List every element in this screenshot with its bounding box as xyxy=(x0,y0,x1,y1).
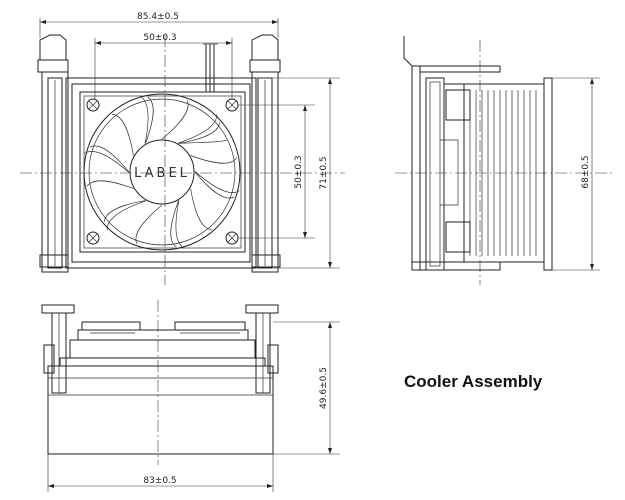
dim-fan-height: 50±0.3 xyxy=(294,155,304,188)
top-view: LABEL 85.4±0.5 50±0.3 50±0.3 71±0.5 xyxy=(20,12,345,285)
right-clip xyxy=(249,34,281,273)
dim-fan-span: 50±0.3 xyxy=(143,33,176,43)
left-clip xyxy=(37,34,69,273)
drawing-title: Cooler Assembly xyxy=(404,372,543,391)
front-view: 49.6±0.5 83±0.5 xyxy=(41,300,340,492)
side-view: 68±0.5 xyxy=(395,36,615,285)
fan: LABEL xyxy=(79,91,246,253)
dim-top-width: 85.4±0.5 xyxy=(137,12,179,22)
dim-bottom-width: 83±0.5 xyxy=(143,476,176,486)
dim-frame-height: 71±0.5 xyxy=(319,156,329,189)
dim-front-height: 49.6±0.5 xyxy=(319,367,329,409)
fan-label: LABEL xyxy=(134,166,190,181)
dim-side-height: 68±0.5 xyxy=(581,155,591,188)
